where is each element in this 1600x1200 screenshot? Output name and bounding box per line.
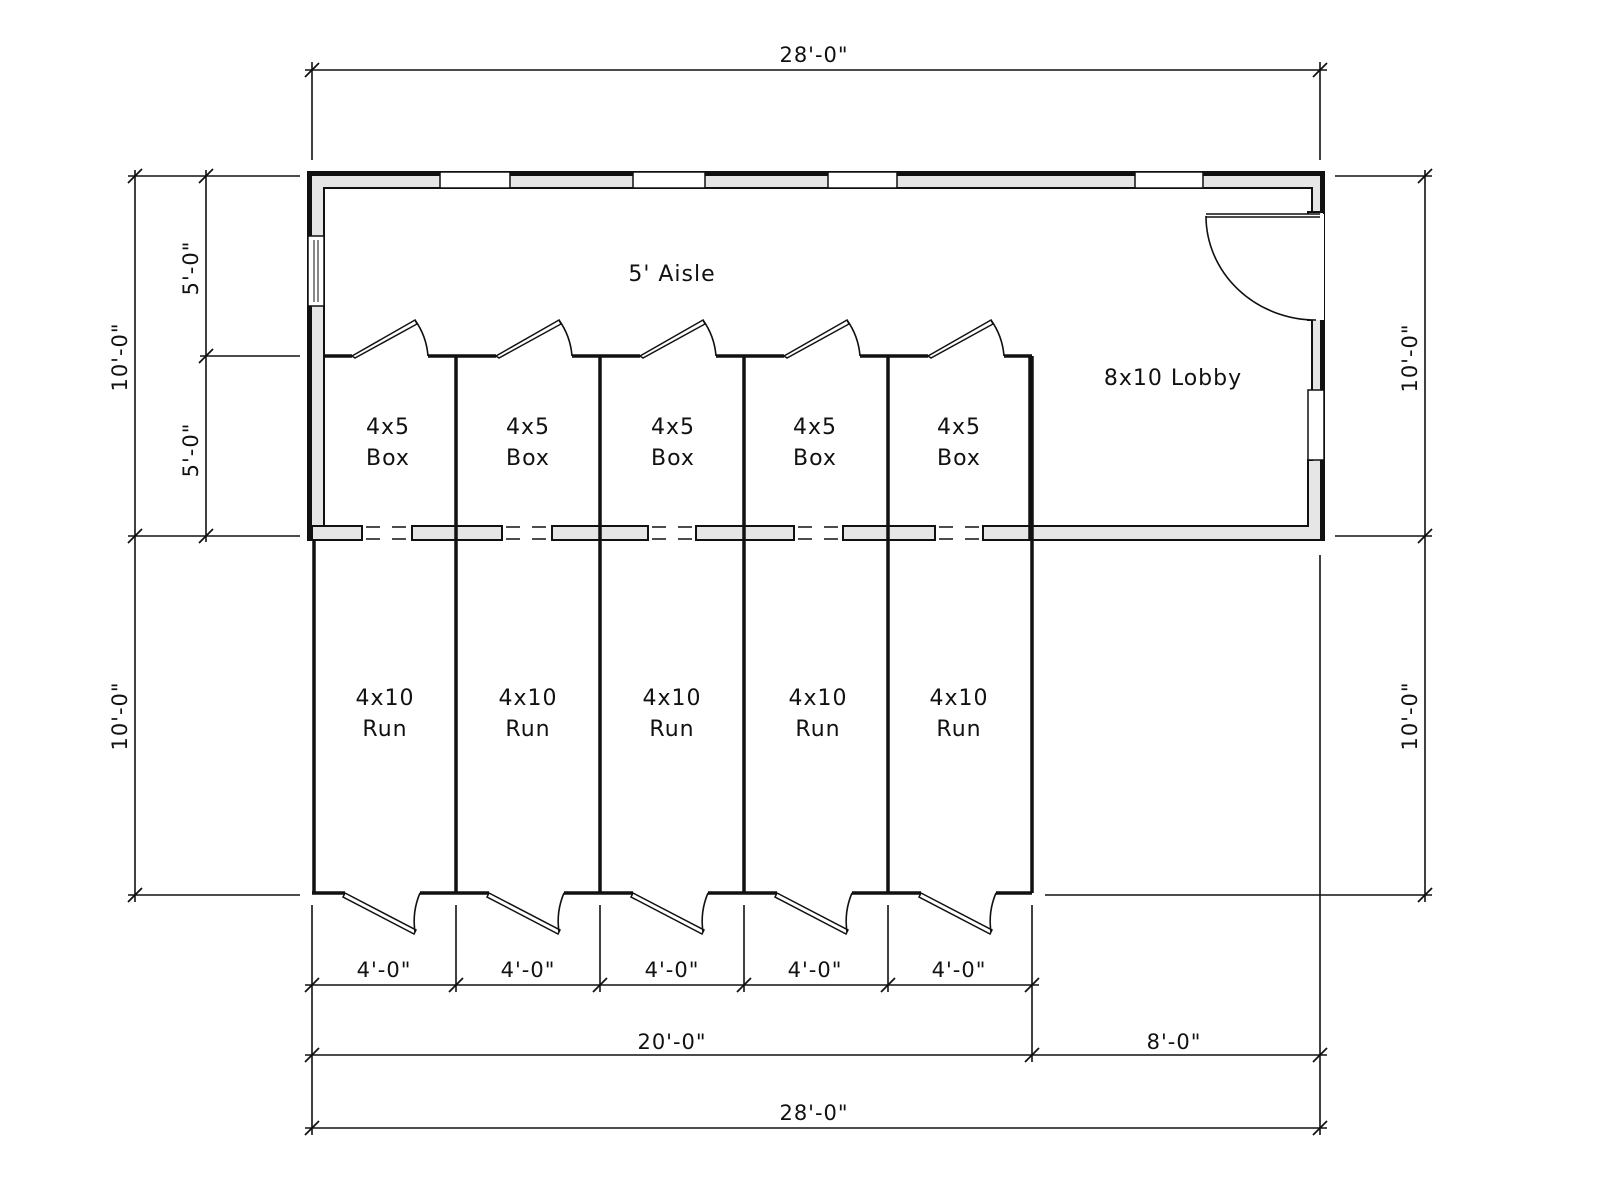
dim-bay: 4'-0" xyxy=(357,958,412,982)
dim-left-upper: 10'-0" xyxy=(108,322,132,391)
gate-swing-arc xyxy=(413,892,421,933)
dim-right-upper: 10'-0" xyxy=(1398,323,1422,392)
dim-bay: 4'-0" xyxy=(501,958,556,982)
dimension-tick xyxy=(198,348,214,364)
dimension-tick xyxy=(448,977,464,993)
dim-left-inner-bottom: 5'-0" xyxy=(179,423,203,478)
box-type: Box xyxy=(793,446,837,471)
window xyxy=(1134,171,1204,189)
dimension-tick xyxy=(1417,887,1433,903)
dimension-tick xyxy=(1417,168,1433,184)
window xyxy=(307,235,325,307)
door-swing-arc xyxy=(990,319,1005,357)
dim-bay: 4'-0" xyxy=(788,958,843,982)
box-door[interactable] xyxy=(638,318,706,359)
run-size: 4x10 xyxy=(788,686,847,711)
run-type: Run xyxy=(936,717,981,742)
wall-segment xyxy=(311,525,363,541)
run-gate[interactable] xyxy=(341,891,418,936)
window xyxy=(1307,389,1325,461)
gate-swing-arc xyxy=(557,892,565,933)
dimension-tick xyxy=(592,977,608,993)
door-swing-arc xyxy=(846,319,861,357)
runs: 4x10 Run 4x10 Run 4x10 Run 4x10 Run 4x10… xyxy=(355,686,988,742)
dim-bottom-overall: 28'-0" xyxy=(779,1101,848,1125)
dimension-tick xyxy=(304,1120,320,1136)
dim-right-lower: 10'-0" xyxy=(1398,681,1422,750)
dimension-tick xyxy=(1312,1120,1328,1136)
dimension-tick xyxy=(127,887,143,903)
box-door[interactable] xyxy=(926,318,994,359)
gate-swing-arc xyxy=(989,892,997,933)
run-size: 4x10 xyxy=(642,686,701,711)
dimension-tick xyxy=(127,168,143,184)
box-type: Box xyxy=(506,446,550,471)
dimension-tick xyxy=(1024,1047,1040,1063)
window xyxy=(827,171,898,189)
run-type: Run xyxy=(505,717,550,742)
door-swing-arc xyxy=(702,319,717,357)
entry-door[interactable] xyxy=(1205,211,1325,321)
door-swing-arc xyxy=(558,319,573,357)
dimension-labels: 28'-0" 10'-0" 10'-0" 5'-0" 5'-0" 10'-0" … xyxy=(108,43,1422,1125)
box-type: Box xyxy=(651,446,695,471)
dim-left-inner-top: 5'-0" xyxy=(179,241,203,296)
dimension-tick xyxy=(304,62,320,78)
run-gate[interactable] xyxy=(917,891,994,936)
box-size: 4x5 xyxy=(366,415,410,440)
gate-swing-arc xyxy=(845,892,853,933)
box-size: 4x5 xyxy=(793,415,837,440)
run-gate[interactable] xyxy=(485,891,562,936)
run-type: Run xyxy=(649,717,694,742)
middle-wall xyxy=(311,525,1033,541)
lobby-label: 8x10 Lobby xyxy=(1104,366,1242,391)
box-door[interactable] xyxy=(350,318,418,359)
dim-lobby-width: 8'-0" xyxy=(1147,1030,1202,1054)
dimension-ticks xyxy=(127,62,1433,1136)
aisle-label: 5' Aisle xyxy=(628,262,715,287)
run-size: 4x10 xyxy=(498,686,557,711)
box-type: Box xyxy=(937,446,981,471)
box-type: Box xyxy=(366,446,410,471)
dim-bay: 4'-0" xyxy=(645,958,700,982)
window xyxy=(632,171,706,189)
dim-bay: 4'-0" xyxy=(932,958,987,982)
run-type: Run xyxy=(795,717,840,742)
box-door[interactable] xyxy=(782,318,850,359)
run-gate[interactable] xyxy=(773,891,850,936)
dimension-tick xyxy=(304,1047,320,1063)
box-size: 4x5 xyxy=(937,415,981,440)
dim-top-overall: 28'-0" xyxy=(779,43,848,67)
dimension-tick xyxy=(304,977,320,993)
dim-kennel-width: 20'-0" xyxy=(637,1030,706,1054)
dimension-tick xyxy=(127,528,143,544)
door-swing-arc xyxy=(414,319,429,357)
dimension-tick xyxy=(1417,528,1433,544)
box-size: 4x5 xyxy=(651,415,695,440)
dimension-tick xyxy=(880,977,896,993)
run-size: 4x10 xyxy=(355,686,414,711)
run-type: Run xyxy=(362,717,407,742)
box-door[interactable] xyxy=(494,318,562,359)
windows xyxy=(307,171,1325,461)
gate-swing-arc xyxy=(701,892,709,933)
dimension-tick xyxy=(736,977,752,993)
run-gate[interactable] xyxy=(629,891,706,936)
dimension-tick xyxy=(1312,1047,1328,1063)
boxes: 4x5 Box 4x5 Box 4x5 Box 4x5 Box 4x5 Box xyxy=(366,415,981,471)
dimension-tick xyxy=(198,528,214,544)
partitions xyxy=(312,318,1034,936)
box-size: 4x5 xyxy=(506,415,550,440)
dimension-tick xyxy=(1024,977,1040,993)
wall-segment xyxy=(982,525,1033,541)
dimension-tick xyxy=(198,168,214,184)
window xyxy=(439,171,511,189)
dim-left-lower: 10'-0" xyxy=(108,681,132,750)
dimension-tick xyxy=(1312,62,1328,78)
run-size: 4x10 xyxy=(929,686,988,711)
